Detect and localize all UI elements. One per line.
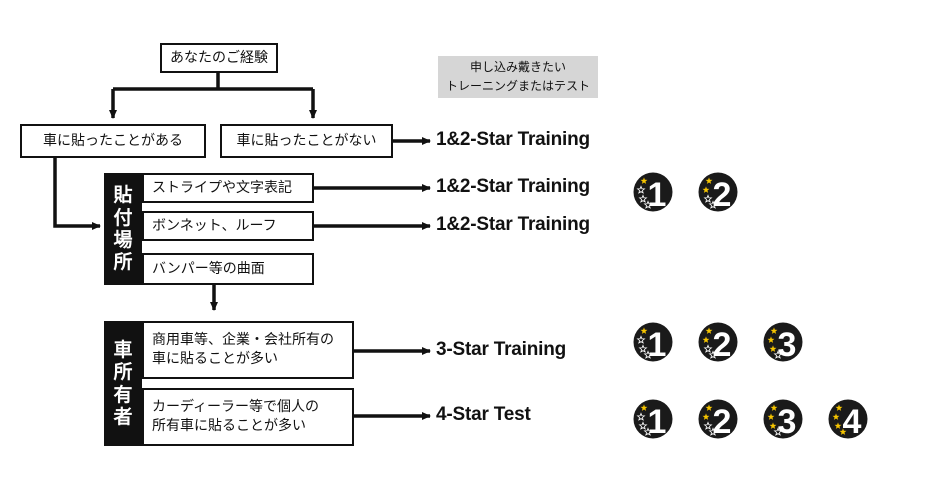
badge-number: 3	[778, 403, 797, 439]
star-filled-icon	[835, 404, 843, 411]
star-filled-icon	[839, 428, 847, 435]
star-filled-icon	[640, 177, 648, 184]
star-outline-icon	[636, 412, 646, 421]
star-outline-icon	[703, 421, 713, 430]
owner-label-char-3: 有	[113, 383, 133, 406]
placement-item-stripe: ストライプや文字表記	[142, 173, 314, 203]
star-badge-3: 3	[763, 322, 803, 362]
placement-item-bonnet: ボンネット、ルーフ	[142, 211, 314, 241]
star-badge-2: 2	[698, 399, 738, 439]
owner-item-commercial-line-1: 商用車等、企業・会社所有の	[152, 332, 334, 349]
owner-item-dealer-line-1: カーディーラー等で個人の	[152, 399, 320, 416]
star-filled-icon	[834, 422, 842, 429]
badge-number: 3	[778, 326, 797, 362]
star-badge-1: 1	[633, 322, 673, 362]
branch-no-node: 車に貼ったことがない	[220, 124, 393, 158]
star-filled-icon	[705, 404, 713, 411]
result-commercial: 3-Star Training	[436, 339, 567, 360]
owner-item-dealer-line-2: 所有車に貼ることが多い	[152, 418, 306, 434]
branch-yes-node: 車に貼ったことがある	[20, 124, 206, 158]
star-outline-icon	[773, 427, 783, 436]
result-dealer: 4-Star Test	[436, 404, 531, 425]
owner-label-char-4: 者	[113, 405, 133, 428]
star-filled-icon	[702, 336, 710, 343]
result-no-experience: 1&2-Star Training	[436, 129, 590, 150]
star-filled-icon	[769, 422, 777, 429]
badge-number: 2	[713, 176, 732, 212]
star-filled-icon	[770, 404, 778, 411]
owner-item-commercial-line-2: 車に貼ることが多い	[152, 351, 278, 367]
star-outline-icon	[638, 344, 648, 353]
star-badge-3: 3	[763, 399, 803, 439]
badge-number: 2	[713, 326, 732, 362]
placement-group-label: 貼 付 場 所	[104, 173, 142, 285]
badge-number: 2	[713, 403, 732, 439]
placement-label-char-1: 貼	[113, 184, 133, 207]
star-outline-icon	[643, 350, 653, 359]
placement-label-char-2: 付	[113, 206, 133, 229]
star-filled-icon	[705, 327, 713, 334]
badge-number: 1	[648, 326, 667, 362]
star-filled-icon	[702, 413, 710, 420]
star-outline-icon	[636, 335, 646, 344]
star-filled-icon	[767, 336, 775, 343]
star-filled-icon	[767, 413, 775, 420]
star-outline-icon	[708, 200, 718, 209]
note-line-1: 申し込み戴きたい	[469, 59, 566, 74]
star-filled-icon	[640, 404, 648, 411]
owner-group-label: 車 所 有 者	[104, 321, 142, 446]
star-outline-icon	[708, 427, 718, 436]
star-filled-icon	[770, 327, 778, 334]
note-label: 申し込み戴きたい トレーニングまたはテスト	[438, 56, 598, 98]
star-badge-1: 1	[633, 399, 673, 439]
start-node: あなたのご経験	[160, 43, 278, 73]
placement-label-char-4: 所	[113, 251, 133, 274]
star-filled-icon	[769, 345, 777, 352]
owner-label-char-2: 所	[113, 361, 133, 384]
star-filled-icon	[640, 327, 648, 334]
badge-number: 1	[648, 176, 667, 212]
star-filled-icon	[705, 177, 713, 184]
owner-label-char-1: 車	[113, 338, 133, 361]
star-outline-icon	[703, 344, 713, 353]
star-badge-2: 2	[698, 172, 738, 212]
star-outline-icon	[643, 200, 653, 209]
star-filled-icon	[702, 186, 710, 193]
result-stripe: 1&2-Star Training	[436, 176, 590, 197]
star-outline-icon	[638, 194, 648, 203]
star-outline-icon	[638, 421, 648, 430]
badge-number: 1	[648, 403, 667, 439]
star-badge-1: 1	[633, 172, 673, 212]
result-bonnet: 1&2-Star Training	[436, 214, 590, 235]
star-badge-4: 4	[828, 399, 868, 439]
star-outline-icon	[773, 350, 783, 359]
connector-yes-to-placement	[53, 158, 101, 230]
star-outline-icon	[643, 427, 653, 436]
star-filled-icon	[832, 413, 840, 420]
owner-item-commercial: 商用車等、企業・会社所有の 車に貼ることが多い	[142, 321, 354, 379]
placement-label-char-3: 場	[113, 229, 133, 251]
placement-item-bumper: バンパー等の曲面	[142, 253, 314, 285]
connector-start-split	[113, 73, 313, 91]
badge-number: 4	[843, 403, 862, 439]
owner-item-dealer: カーディーラー等で個人の 所有車に貼ることが多い	[142, 388, 354, 446]
note-line-2: トレーニングまたはテスト	[445, 79, 590, 93]
star-outline-icon	[703, 194, 713, 203]
star-outline-icon	[636, 185, 646, 194]
star-badge-2: 2	[698, 322, 738, 362]
star-outline-icon	[708, 350, 718, 359]
